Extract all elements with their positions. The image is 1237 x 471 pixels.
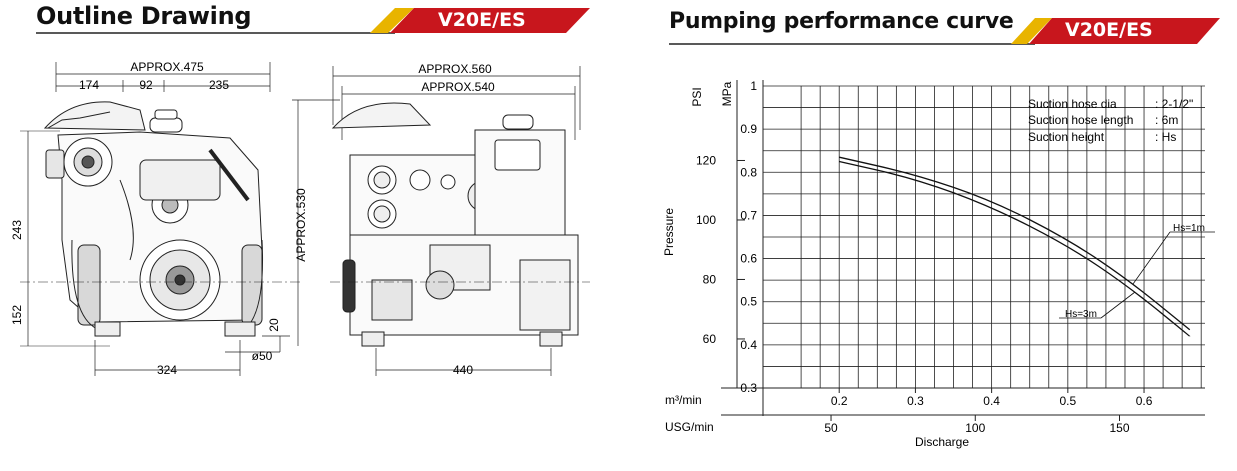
dim-440: 440 [453,363,473,377]
dim-approx-475: APPROX.475 [130,60,204,74]
psi-tick-label: 80 [703,272,717,286]
info-label-hose-dia: Suction hose dia [1028,97,1117,111]
y-tick-label: 0.6 [740,252,757,266]
x-unit-usg: USG/min [665,420,714,434]
y-unit-psi: PSI [690,87,704,106]
info-value-hose-dia: : 2-1/2" [1155,97,1193,111]
leader-line-hs1 [1132,231,1171,285]
dim-92: 92 [139,78,153,92]
dim-324: 324 [157,363,177,377]
leader-line-hs3 [1100,291,1136,319]
chart-series [839,156,1215,337]
outline-model-label: V20E/ES [438,9,526,31]
dim-174: 174 [79,78,99,92]
x-tick-label: 0.4 [983,394,1000,408]
curve-model-label: V20E/ES [1065,19,1153,41]
usg-tick-label: 150 [1109,421,1129,435]
info-label-suction-height: Suction height [1028,130,1105,144]
y-tick-label: 0.9 [740,122,757,136]
chart-grid [763,85,1205,389]
curve-badge [1029,18,1220,44]
x-tick-label: 0.6 [1136,394,1153,408]
x-axis-title: Discharge [915,435,969,449]
dim-20: 20 [267,318,281,332]
y-tick-label: 0.3 [740,381,757,395]
y-tick-label: 0.4 [740,338,757,352]
info-value-hose-length: : 6m [1155,113,1178,127]
psi-tick-label: 120 [696,153,716,167]
psi-tick-label: 60 [703,332,717,346]
y-unit-mpa: MPa [720,81,734,106]
usg-tick-label: 50 [824,421,838,435]
dim-approx-540: APPROX.540 [421,80,495,94]
performance-chart: 0.3 0.4 0.5 0.6 0.7 0.8 0.9 1 60 80 100 120 0.2 0.3 0.… [662,18,1220,449]
dim-approx-560: APPROX.560 [418,62,492,76]
chart-axes: 0.3 0.4 0.5 0.6 0.7 0.8 0.9 1 60 80 100 120 0.2 0.3 0.… [696,79,1205,435]
dim-152: 152 [10,305,24,325]
usg-tick-label: 100 [965,421,985,435]
info-label-hose-length: Suction hose length [1028,113,1133,127]
x-unit-m3: m³/min [665,393,702,407]
outline-drawing-panel: Outline Drawing [0,0,600,471]
series-line-hs1 [839,156,1191,331]
outline-badge [390,8,590,33]
dim-235: 235 [209,78,229,92]
series-label-hs1: Hs=1m [1173,223,1205,234]
psi-tick-label: 100 [696,213,716,227]
info-value-suction-height: : Hs [1155,130,1176,144]
dim-243: 243 [10,220,24,240]
series-line-hs3 [839,160,1191,337]
series-label-hs3: Hs=3m [1065,309,1097,320]
dim-50: ø50 [252,349,273,363]
outline-title: Outline Drawing [36,2,252,30]
side-view [292,66,590,376]
y-tick-label: 0.8 [740,165,757,179]
curve-badge-stripe [1011,18,1052,44]
x-tick-label: 0.5 [1059,394,1076,408]
y-tick-label: 0.5 [740,295,757,309]
outline-badge-stripe [370,8,414,33]
x-tick-label: 0.2 [831,394,848,408]
outline-drawing-svg: APPROX.475 174 92 235 243 152 20 ø50 324 [10,8,590,377]
y-axis-title: Pressure [662,208,676,256]
y-tick-label: 0.7 [740,208,757,222]
y-tick-label: 1 [750,79,757,93]
curve-title: Pumping performance curve [669,9,1014,34]
dim-approx-530: APPROX.530 [294,188,308,262]
front-view [20,62,300,376]
x-tick-label: 0.3 [907,394,924,408]
